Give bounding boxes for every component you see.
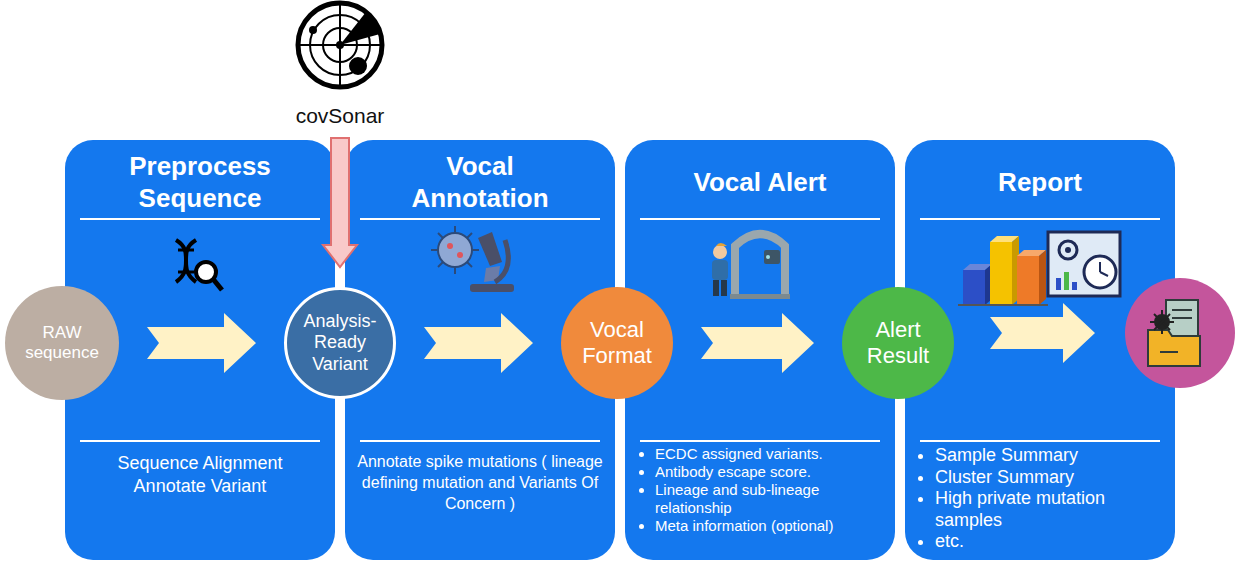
- circle-text-wrap: Vocal Format: [561, 287, 673, 399]
- bullet-item: Meta information (optional): [655, 517, 900, 535]
- divider-line: [920, 218, 1160, 220]
- circle-fill: [561, 287, 673, 399]
- circle-label: Alert Result: [852, 317, 944, 370]
- bullet-item: Lineage and sub-lineage relationship: [655, 481, 900, 517]
- bullet-item: etc.: [935, 531, 1175, 553]
- panel-heading: Preprocess Sequence: [95, 150, 305, 215]
- divider-line: [360, 218, 600, 220]
- divider-line: [920, 440, 1160, 442]
- divider-line: [640, 440, 880, 442]
- bullet-list: Sample SummaryCluster SummaryHigh privat…: [915, 445, 1175, 553]
- heading-wrap: Report: [915, 148, 1165, 216]
- circle-text-wrap: RAW sequence: [5, 286, 119, 400]
- bullet-item: High private mutation samples: [935, 488, 1175, 531]
- divider-line: [80, 218, 320, 220]
- body-wrap: Annotate spike mutations ( lineage defin…: [355, 452, 605, 514]
- heading-wrap: Preprocess Sequence: [75, 148, 325, 216]
- heading-wrap: Vocal Alert: [635, 148, 885, 216]
- divider-line: [360, 440, 600, 442]
- circle-text-wrap: Analysis-Ready Variant: [284, 287, 396, 399]
- circle-text-wrap: Alert Result: [842, 287, 954, 399]
- state-circle: Analysis-Ready Variant: [284, 287, 396, 399]
- divider-line: [640, 218, 880, 220]
- body-wrap: Sample SummaryCluster SummaryHigh privat…: [915, 445, 1165, 553]
- state-circle: RAW sequence: [5, 286, 119, 400]
- circle-fill: [286, 289, 395, 398]
- radar-icon: [298, 3, 382, 87]
- panel-heading: Vocal Annotation: [375, 150, 585, 215]
- circle-label: Analysis-Ready Variant: [294, 311, 386, 376]
- circle-fill: [842, 287, 954, 399]
- panel-body-text: Annotate spike mutations ( lineage defin…: [355, 452, 605, 514]
- body-wrap: Sequence Alignment Annotate Variant: [75, 452, 325, 499]
- circle-label: RAW sequence: [20, 323, 104, 364]
- bullet-item: ECDC assigned variants.: [655, 445, 900, 463]
- bullet-item: Sample Summary: [935, 445, 1175, 467]
- state-circle: Alert Result: [842, 287, 954, 399]
- heading-wrap: Vocal Annotation: [355, 148, 605, 216]
- panel-body-text: Sequence Alignment Annotate Variant: [100, 452, 300, 499]
- state-circle: Vocal Format: [561, 287, 673, 399]
- bullet-item: Cluster Summary: [935, 467, 1175, 489]
- circle-label: Vocal Format: [571, 317, 663, 370]
- body-wrap: ECDC assigned variants.Antibody escape s…: [635, 445, 885, 535]
- tool-node: covSonar: [280, 0, 400, 132]
- panel-heading: Vocal Alert: [655, 166, 865, 199]
- circle-fill: [5, 286, 119, 400]
- tool-label: covSonar: [280, 104, 400, 128]
- bullet-item: Antibody escape score.: [655, 463, 900, 481]
- bullet-list: ECDC assigned variants.Antibody escape s…: [635, 445, 900, 535]
- panel-heading: Report: [935, 166, 1145, 199]
- divider-line: [80, 440, 320, 442]
